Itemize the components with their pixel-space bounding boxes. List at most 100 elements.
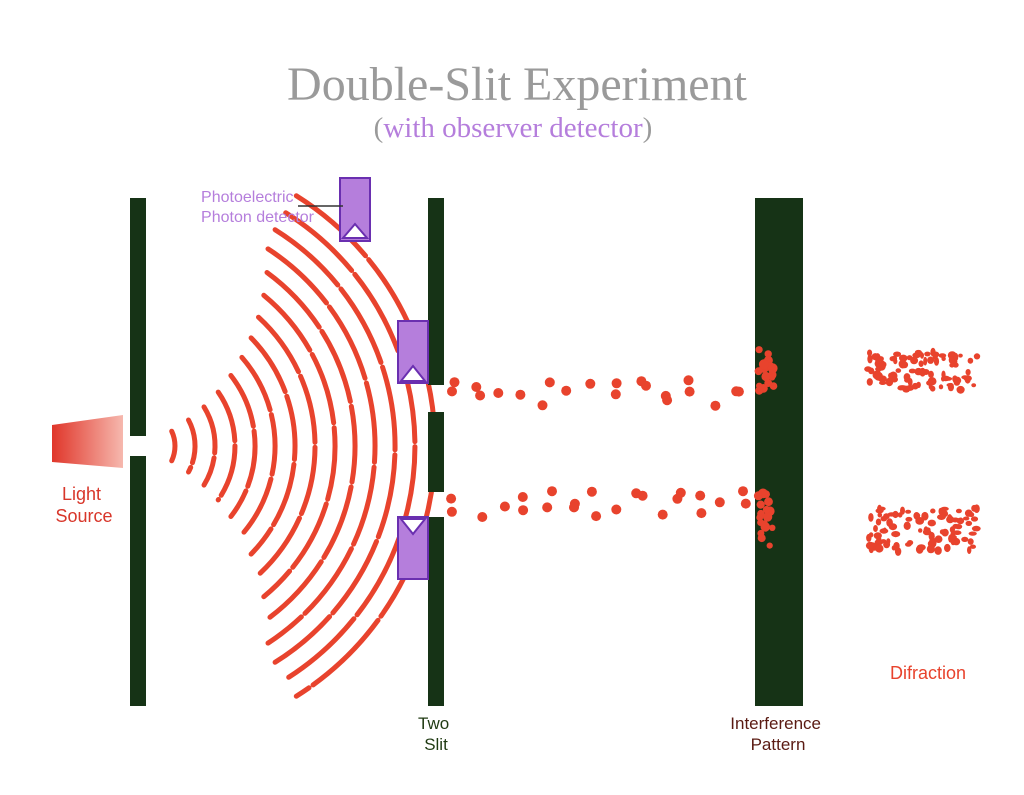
screen-hit: [760, 522, 771, 532]
wavefront-arc: [272, 227, 398, 665]
particle: [714, 497, 725, 508]
particle: [518, 505, 529, 516]
diffraction-dot: [947, 514, 953, 522]
particle: [517, 492, 528, 502]
particle: [710, 400, 721, 411]
diffraction-dot: [965, 520, 973, 527]
diffraction-dot: [903, 373, 911, 381]
diffraction-dot: [946, 383, 954, 387]
diffraction-dot: [914, 349, 922, 355]
diffraction-label: Difraction: [890, 663, 966, 683]
diffraction-dot: [868, 513, 874, 522]
screen-hit: [764, 497, 773, 507]
diffraction-dot: [867, 349, 873, 357]
particle: [738, 486, 748, 497]
screen-hit: [766, 542, 773, 549]
wavefronts: [169, 193, 438, 699]
screen-hit: [753, 491, 763, 501]
particle: [657, 509, 668, 520]
particle: [591, 511, 602, 522]
diffraction-dot: [967, 546, 972, 554]
particle: [675, 487, 686, 498]
diffraction-dot: [967, 357, 974, 364]
diffraction-dot: [953, 353, 959, 362]
slit-detector-bottom-icon: [397, 516, 429, 580]
diffraction-dot: [920, 352, 924, 359]
subtitle-paren-open: (: [374, 112, 384, 144]
diffraction-dot: [905, 516, 913, 522]
diffraction-dot: [958, 353, 963, 358]
particle: [610, 389, 621, 400]
diffraction-dot: [949, 534, 957, 540]
diffraction-dot: [941, 370, 946, 379]
particle: [586, 486, 597, 497]
particle: [447, 386, 457, 397]
particle: [542, 502, 553, 513]
diffraction-dot: [911, 382, 919, 390]
particle: [569, 502, 579, 513]
diffraction-dot: [914, 367, 923, 376]
diffraction-dot: [868, 367, 875, 375]
screen-hit: [769, 524, 776, 531]
screen-hit: [757, 534, 766, 543]
wavefront-arc: [261, 292, 338, 600]
diffraction-dot: [877, 356, 884, 362]
screen-hit: [762, 512, 773, 522]
two-slit-barrier-top: [428, 198, 444, 385]
diffraction-dot: [969, 544, 977, 549]
diffraction-dot: [943, 376, 953, 381]
diffraction-dot: [898, 359, 907, 369]
two-slit-label-line1: Two: [418, 714, 449, 733]
screen-hit: [755, 386, 764, 395]
two-slit-label: Two Slit: [418, 714, 454, 754]
diffraction-dot: [954, 538, 960, 546]
diffraction-dot: [916, 544, 926, 551]
diffraction-dot: [930, 347, 936, 357]
light-source-icon: [52, 415, 123, 468]
diffraction-dot: [921, 511, 929, 521]
detector-label-line1: Photoelectric: [201, 189, 294, 206]
detector-label: Photoelectric Photon detector: [201, 189, 315, 226]
particle: [611, 378, 622, 389]
screen-hit: [764, 350, 772, 358]
diffraction-dot: [964, 375, 971, 384]
diffraction-dot: [871, 353, 879, 361]
particle: [547, 486, 557, 497]
diffraction-dot: [888, 523, 898, 531]
wavefront-arc: [265, 246, 378, 646]
diffraction-dot: [905, 542, 912, 547]
screen-hits: [753, 346, 778, 549]
particle: [446, 506, 457, 517]
particle: [471, 382, 482, 392]
diffraction-dot: [913, 512, 920, 520]
single-slit-barrier-top: [130, 198, 146, 436]
screen-hit: [756, 514, 764, 521]
interference-label: Interference Pattern: [730, 714, 825, 754]
diffraction-dot: [926, 380, 933, 386]
light-source-label-line1: Light: [62, 484, 101, 504]
particle: [544, 377, 555, 388]
particle: [561, 385, 572, 396]
wavefront-arc: [201, 404, 218, 488]
diffraction-dot: [949, 363, 955, 368]
particle: [449, 377, 460, 388]
detector-label-line2: Photon detector: [201, 209, 315, 226]
diffraction-dot: [944, 543, 951, 553]
subtitle-paren-close: ): [643, 112, 653, 144]
diffraction-dot: [891, 545, 897, 551]
diffraction-dot: [897, 385, 907, 390]
screen-hit: [760, 490, 768, 498]
diffraction-dot: [908, 368, 917, 374]
diffraction-dot: [973, 504, 980, 513]
diffraction-dot: [953, 379, 961, 386]
screen-hit: [769, 374, 776, 381]
diffraction-dot: [950, 539, 956, 546]
two-slit-barrier-middle: [428, 412, 444, 492]
light-source-label-line2: Source: [55, 506, 112, 526]
diffraction-dot: [879, 381, 887, 385]
diffraction-dot: [956, 385, 965, 394]
diffraction-dot: [971, 383, 977, 388]
diffraction-dot: [900, 506, 905, 515]
diffraction-dot: [973, 353, 981, 360]
